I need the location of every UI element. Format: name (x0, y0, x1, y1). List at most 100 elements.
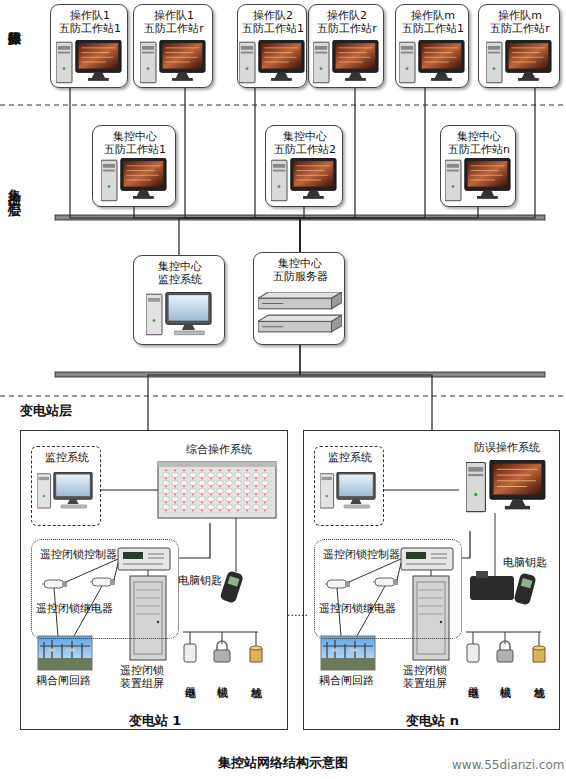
node-text: 集控中心 五防工作站n (441, 130, 517, 156)
node-text: 防误操作系统 (459, 441, 555, 454)
station-equipment (157, 621, 159, 623)
text-label: 变电站层 (20, 403, 100, 419)
network-link (179, 523, 210, 558)
workstation-computer (271, 158, 336, 200)
computer-key (219, 570, 243, 603)
network-link (148, 345, 300, 430)
network-link (300, 207, 478, 252)
station-equipment (217, 641, 227, 650)
workstation-box: 集控中心 五防工作站n (440, 125, 516, 207)
monitor-computer (146, 292, 211, 334)
network-bus (55, 215, 545, 377)
lock-group: 遥控闭锁控制器遥控闭锁继电器 (314, 539, 462, 639)
monitor-computer (320, 472, 375, 508)
text-label: 电脑钥匙 (503, 556, 553, 569)
station-equipment (123, 554, 164, 564)
station-equipment (48, 649, 76, 652)
node-text: 监控系统 (32, 451, 102, 464)
computer-key (219, 518, 243, 604)
computer-key (219, 570, 243, 603)
operation-panel (162, 469, 272, 513)
station-equipment (134, 582, 162, 654)
node-text: 操作队2 五防工作站1 (238, 9, 308, 35)
computer-key (228, 576, 240, 587)
node-text: 操作队m 五防工作站r (479, 9, 561, 35)
node-text: 操作队2 五防工作站r (309, 9, 385, 35)
network-link (185, 88, 300, 252)
node-text: 遥控闭锁继电器 (36, 602, 126, 615)
node-text: 综合操作系统 (158, 443, 280, 456)
server-box: 集控中心 五防服务器 (253, 252, 345, 345)
monitor-computer (37, 472, 92, 508)
node-text: 集控中心 五防服务器 (254, 257, 346, 283)
node-text: 集控中心 五防工作站2 (266, 130, 344, 156)
server-symbol (258, 292, 342, 332)
network-link (462, 531, 470, 558)
workstation-computer (56, 40, 121, 82)
workstation-box: 操作队1 五防工作站r (133, 4, 213, 88)
monitor-system-box: 监控系统 (31, 446, 101, 526)
operation-panel (158, 462, 276, 467)
network-link (384, 489, 459, 490)
text-label: 遥控闭锁 装置组屏 (110, 664, 174, 690)
network-bus (55, 215, 545, 220)
operation-computer (466, 460, 545, 511)
network-link (255, 88, 300, 252)
key-charger (521, 578, 533, 588)
station-equipment (184, 644, 196, 662)
network-bus (55, 372, 545, 377)
node-text: 集控中心 五防工作站1 (93, 130, 177, 156)
network-link (300, 88, 535, 252)
workstation-computer (101, 158, 166, 200)
key-charger (476, 571, 488, 578)
operation-system: 防误操作系统 (459, 439, 555, 531)
workstation-computer (313, 40, 378, 82)
text-label: 遥控闭锁 装置组屏 (393, 664, 457, 690)
text-label: 耦合闸回路 (36, 674, 106, 687)
station-equipment (90, 578, 115, 586)
workstation-computer (239, 40, 304, 82)
network-link (179, 218, 300, 255)
monitor-system-box: 监控系统 (314, 446, 384, 526)
workstation-box: 集控中心 五防工作站1 (92, 125, 176, 207)
vertical-label: 集控中心层 (6, 178, 22, 198)
station-equipment (250, 646, 262, 650)
node-text: 操作队m 五防工作站1 (396, 9, 470, 35)
network-link (101, 489, 158, 490)
station-equipment (42, 580, 67, 588)
key-charger (513, 572, 536, 605)
network-link (134, 207, 300, 252)
station-equipment (118, 548, 170, 570)
network-link (300, 207, 304, 252)
station-equipment (123, 552, 143, 559)
station-equipment (38, 658, 92, 670)
network-link (70, 88, 300, 252)
workstation-box: 操作队m 五防工作站1 (395, 4, 469, 88)
workstation-box: 操作队2 五防工作站1 (237, 4, 307, 88)
workstation-computer (56, 40, 551, 200)
node-text: 集控中心 监控系统 (145, 260, 215, 286)
key-charger (513, 572, 536, 605)
caption: 集控站网络结构示意图 (133, 756, 433, 769)
workstation-computer (140, 40, 205, 82)
node-text: 变电站 1 (21, 713, 289, 729)
lock-group: 遥控闭锁控制器遥控闭锁继电器 (31, 539, 179, 639)
text-label: www.55dianzi.com (452, 758, 564, 773)
workstation-computer (445, 158, 510, 200)
server-symbol (258, 292, 342, 332)
text-label: ...... (287, 606, 307, 619)
text-label: 耦合闸回路 (319, 674, 389, 687)
workstation-computer (399, 40, 464, 82)
station-equipment (40, 640, 90, 658)
workstation-box: 集控中心 五防工作站2 (265, 125, 343, 207)
node-text: 遥控闭锁控制器 (40, 548, 130, 561)
workstation-box: 操作队2 五防工作站r (308, 4, 384, 88)
workstation-box: 操作队m 五防工作站r (478, 4, 560, 88)
layer-divider (0, 105, 566, 106)
node-text: 变电站 n (304, 713, 561, 729)
